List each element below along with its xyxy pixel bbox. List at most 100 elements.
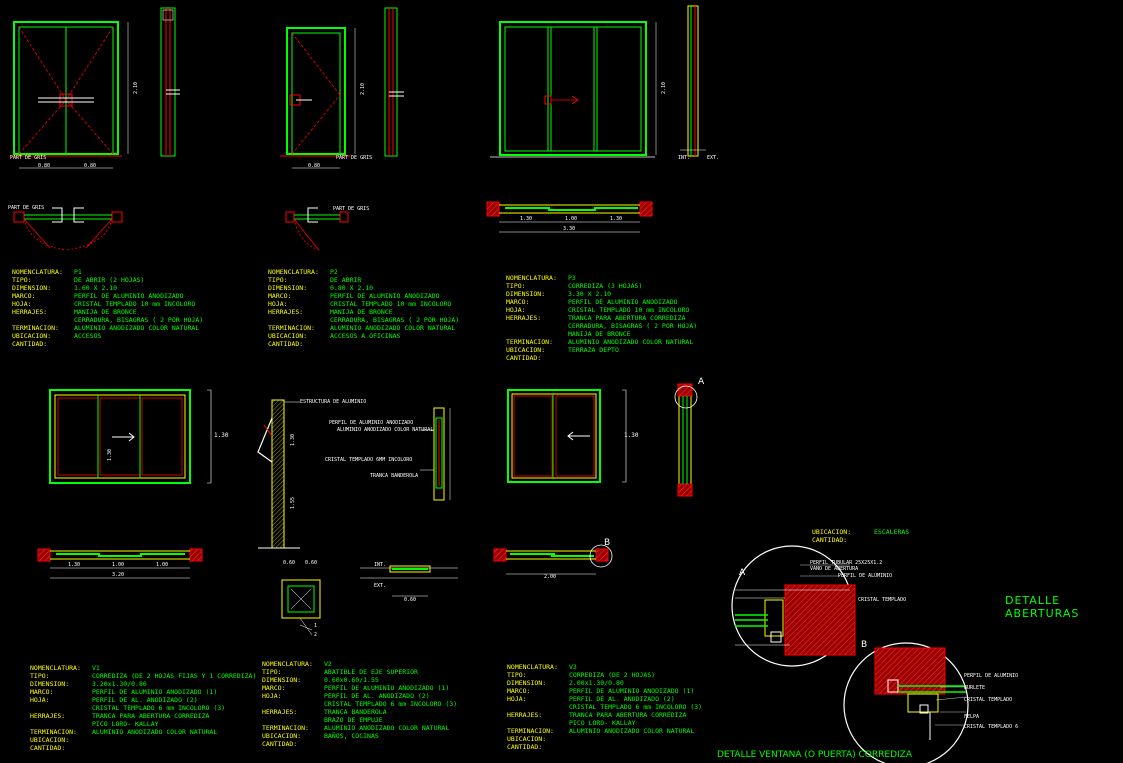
spec-value: MANIJA DE BRONCE bbox=[330, 308, 393, 316]
p1-plan-label: PART DE GRIS bbox=[8, 205, 45, 211]
detail-b-note-3: CRISTAL TEMPLADO bbox=[964, 697, 1013, 703]
spec-value: 1.60 X 2.10 bbox=[74, 284, 118, 292]
spec-key: UBICACION: bbox=[812, 528, 852, 536]
spec-key: CANTIDAD: bbox=[812, 536, 848, 544]
spec-value: TRANCA PARA ABERTURA CORREDIZA bbox=[568, 314, 686, 322]
spec-key: CANTIDAD: bbox=[262, 740, 298, 748]
spec-key: DIMENSION: bbox=[262, 676, 302, 684]
spec-key: MARCO: bbox=[30, 688, 54, 696]
p3-plan bbox=[486, 201, 653, 233]
p2-elevation bbox=[280, 7, 404, 169]
spec-value: ALUMINIO ANODIZADO COLOR NATURAL bbox=[324, 724, 450, 732]
spec-row: MARCO:PERFIL DE ALUMINIO ANODIZADO bbox=[268, 292, 459, 300]
spec-value: CRISTAL TEMPLADO 10 mm INCOLORO bbox=[74, 300, 196, 308]
spec-value: PERFIL DE ALUMINIO ANODIZADO bbox=[568, 298, 678, 306]
spec-key: CANTIDAD: bbox=[12, 340, 48, 348]
drawing-title: DETALLE ABERTURAS bbox=[1005, 594, 1080, 620]
v3-elevation bbox=[507, 383, 698, 497]
spec-key: HERRAJES: bbox=[268, 308, 304, 316]
spec-value: BAÑOS, COCINAS bbox=[324, 732, 379, 740]
detail-b bbox=[843, 642, 969, 763]
spec-row: TIPO:ABATIBLE DE EJE SUPERIOR bbox=[262, 668, 457, 676]
v2-cristal-label: CRISTAL TEMPLADO 6MM INCOLORO bbox=[325, 457, 413, 463]
spec-value: V2 bbox=[324, 660, 332, 668]
v1-total-dim: 3.20 bbox=[112, 572, 125, 578]
v2-ext-label: EXT. bbox=[374, 583, 387, 589]
spec-value: ALUMINIO ANODIZADO COLOR NATURAL bbox=[569, 727, 695, 735]
spec-key: DIMENSION: bbox=[268, 284, 308, 292]
v2-dim-d: 1.55 bbox=[290, 496, 297, 510]
p1-height-dim: 2.10 bbox=[133, 81, 140, 95]
spec-value: TRANCA PARA ABERTURA CORREDIZA bbox=[569, 711, 687, 719]
spec-row: CRISTAL TEMPLADO 6 mm INCOLORO (3) bbox=[30, 704, 256, 712]
spec-key: DIMENSION: bbox=[30, 680, 70, 688]
spec-row: DIMENSION:3.20x1.30/0.80 bbox=[30, 680, 256, 688]
spec-row: DIMENSION: 0.60x0.60/1.55 bbox=[262, 676, 457, 684]
spec-value: V3 bbox=[569, 663, 577, 671]
spec-key: DIMENSION: bbox=[12, 284, 52, 292]
spec-value: DE ABRIR bbox=[330, 276, 362, 284]
p2-height-dim: 2.10 bbox=[360, 82, 367, 96]
spec-value: 0.60x0.60/1.55 bbox=[324, 676, 379, 684]
spec-row: NOMENCLATURA: V3 bbox=[507, 663, 702, 671]
v2-dim-e: 0.60 bbox=[404, 597, 417, 603]
detail-a bbox=[731, 545, 856, 667]
spec-value: PERFIL DE ALUMINIO ANODIZADO (1) bbox=[569, 687, 695, 695]
spec-key: HOJA: bbox=[507, 695, 527, 703]
spec-row: MARCO:PERFIL DE ALUMINIO ANODIZADO bbox=[12, 292, 203, 300]
spec-row: TERMINACION:ALUMINIO ANODIZADO COLOR NAT… bbox=[262, 724, 457, 732]
spec-key: UBICACION: bbox=[506, 346, 546, 354]
v2-callout-1: 1 bbox=[314, 623, 318, 629]
spec-key: UBICACION: bbox=[30, 736, 70, 744]
spec-row: CERRADURA, BISAGRAS ( 2 POR HOJA) bbox=[506, 322, 697, 330]
p1-elevation bbox=[10, 7, 180, 169]
detail-b-note-2: BURLETE bbox=[964, 685, 986, 691]
v2-dim-c: 1.30 bbox=[290, 433, 297, 447]
spec-row: DIMENSION:2.00x1.30/0.80 bbox=[507, 679, 702, 687]
spec-key: NOMENCLATURA: bbox=[262, 660, 313, 668]
spec-row: TERMINACION:ALUMINIO ANODIZADO COLOR NAT… bbox=[12, 324, 203, 332]
spec-value: CORREDIZA (DE 2 HOJAS) bbox=[569, 671, 656, 679]
spec-value: MANIJA DE BRONCE bbox=[568, 330, 631, 338]
spec-value: MANIJA DE BRONCE bbox=[74, 308, 137, 316]
spec-row: HERRAJES: TRANCA PARA ABERTURA CORREDIZA bbox=[506, 314, 697, 322]
p2-part-label: PART DE GRIS bbox=[336, 155, 373, 161]
spec-row: DIMENSION: 1.60 X 2.10 bbox=[12, 284, 203, 292]
spec-key: HERRAJES: bbox=[507, 711, 543, 719]
spec-value: CERRADURA, BISAGRAS ( 2 POR HOJA) bbox=[330, 316, 460, 324]
spec-key bbox=[268, 316, 330, 324]
p3-w3-dim: 1.30 bbox=[610, 216, 623, 222]
spec-value: 0.80 X 2.10 bbox=[330, 284, 374, 292]
p2-plan bbox=[285, 207, 349, 251]
marker-b-detail: B bbox=[861, 640, 868, 650]
spec-key bbox=[262, 700, 324, 708]
spec-row: CANTIDAD: bbox=[506, 354, 697, 362]
spec-key: HERRAJES: bbox=[506, 314, 542, 322]
spec-key: MARCO: bbox=[12, 292, 36, 300]
spec-value: PERFIL DE ALUMINIO ANODIZADO (1) bbox=[324, 684, 450, 692]
spec-value: ALUMINIO ANODIZADO COLOR NATURAL bbox=[92, 728, 218, 736]
v2-dim-a: 0.60 bbox=[283, 560, 296, 566]
spec-value: ACCESOS A OFICINAS bbox=[330, 332, 401, 340]
spec-value: CRISTAL TEMPLADO 10 mm INCOLORO bbox=[330, 300, 452, 308]
spec-key: TERMINACION: bbox=[506, 338, 553, 346]
p3-total-dim: 3.30 bbox=[563, 226, 576, 232]
spec-value: ALUMINIO ANODIZADO COLOR NATURAL bbox=[74, 324, 200, 332]
spec-row: CANTIDAD: bbox=[268, 340, 459, 348]
spec-key: HOJA: bbox=[12, 300, 32, 308]
spec-key: TIPO: bbox=[506, 282, 526, 290]
spec-key: MARCO: bbox=[507, 687, 531, 695]
spec-key bbox=[30, 704, 92, 712]
spec-value: PERFIL DE AL. ANODIZADO (2) bbox=[92, 696, 198, 704]
spec-key: HOJA: bbox=[30, 696, 50, 704]
spec-value: TERRAZA DEPTO bbox=[568, 346, 619, 354]
spec-key: NOMENCLATURA: bbox=[507, 663, 558, 671]
marker-a-detail: A bbox=[739, 568, 746, 578]
spec-key: DIMENSION: bbox=[507, 679, 547, 687]
spec-row: DIMENSION: 0.80 X 2.10 bbox=[268, 284, 459, 292]
spec-value: ABATIBLE DE EJE SUPERIOR bbox=[324, 668, 418, 676]
spec-row: HOJA:CRISTAL TEMPLADO 10 mm INCOLORO bbox=[268, 300, 459, 308]
spec-row: PICO LORO- KALLAY bbox=[507, 719, 702, 727]
